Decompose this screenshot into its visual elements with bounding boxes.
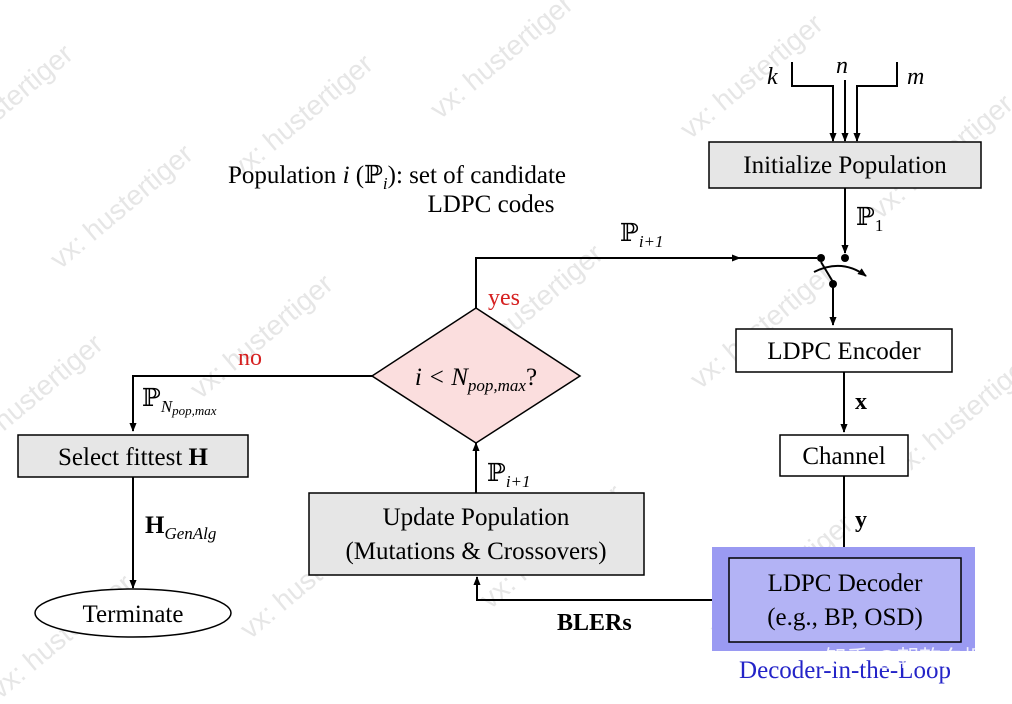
edge-label-yes: yes: [488, 285, 520, 311]
input-k-line: [791, 62, 837, 142]
ldpc-encoder-node: LDPC Encoder: [735, 328, 953, 373]
watermark-text: vx: hustertiger: [184, 268, 339, 405]
edge-label-pnpop: ℙNpop,max: [142, 385, 217, 418]
ldpc-decoder-label: LDPC Decoder: [768, 570, 923, 597]
decoder-in-loop-caption: Decoder-in-the-Loop: [739, 657, 951, 684]
update-population-label: Update Population: [383, 504, 570, 531]
initialize-population-node: Initialize Population: [708, 141, 982, 189]
edge-decoder-to-update: [473, 576, 712, 601]
select-fittest-label: Select fittest H: [58, 444, 209, 471]
watermark-text: vx: hustertiger: [674, 8, 829, 145]
code-parameter-inputs: k n m: [767, 53, 924, 142]
input-label-n: n: [836, 53, 848, 79]
population-switch: [813, 254, 867, 326]
watermark-text: vx: hustertiger: [424, 0, 579, 125]
edge-label-y: y: [855, 507, 867, 533]
channel-label: Channel: [802, 443, 885, 470]
edge-decision-yes: [475, 254, 741, 308]
edge-label-x: x: [855, 389, 867, 415]
channel-node: Channel: [779, 434, 909, 477]
edge-label-pi1-upper: ℙi+1: [620, 220, 664, 251]
edge-label-blers: BLERs: [557, 610, 632, 636]
edge-label-hgenalg: HGenAlg: [145, 512, 216, 543]
update-population-node: Update Population (Mutations & Crossover…: [308, 492, 645, 576]
watermark-text: vx: hustertiger: [0, 38, 79, 175]
credit-watermark: 知乎 @朝乾夕惕: [825, 646, 985, 671]
watermark-text: vx: hustertiger: [44, 138, 199, 275]
decoder-in-loop-group: LDPC Decoder (e.g., BP, OSD) Decoder-in-…: [712, 547, 975, 684]
input-label-m: m: [907, 64, 924, 90]
select-fittest-node: Select fittest H: [17, 434, 249, 478]
decision-node: i < Npop,max?: [370, 307, 582, 444]
update-population-detail: (Mutations & Crossovers): [345, 538, 606, 565]
population-annotation: Population i (ℙi): set of candidate LDPC…: [228, 162, 566, 218]
initialize-population-label: Initialize Population: [743, 152, 947, 179]
ldpc-encoder-label: LDPC Encoder: [767, 338, 921, 365]
edge-decision-no: [129, 375, 372, 432]
input-m-line: [853, 62, 898, 142]
annotation-line-1: Population i (ℙi): set of candidate: [228, 162, 566, 193]
watermark-text: vx: hustertiger: [684, 258, 839, 395]
edge-label-p1: ℙ1: [856, 204, 883, 235]
decision-label: i < Npop,max?: [415, 364, 537, 395]
annotation-line-2: LDPC codes: [427, 191, 554, 218]
edge-label-no: no: [238, 345, 262, 371]
terminate-label: Terminate: [83, 601, 184, 628]
edge-label-pi1-lower: ℙi+1: [487, 460, 531, 491]
input-label-k: k: [767, 64, 778, 90]
terminate-node: Terminate: [34, 588, 232, 638]
ldpc-decoder-examples: (e.g., BP, OSD): [767, 604, 923, 631]
